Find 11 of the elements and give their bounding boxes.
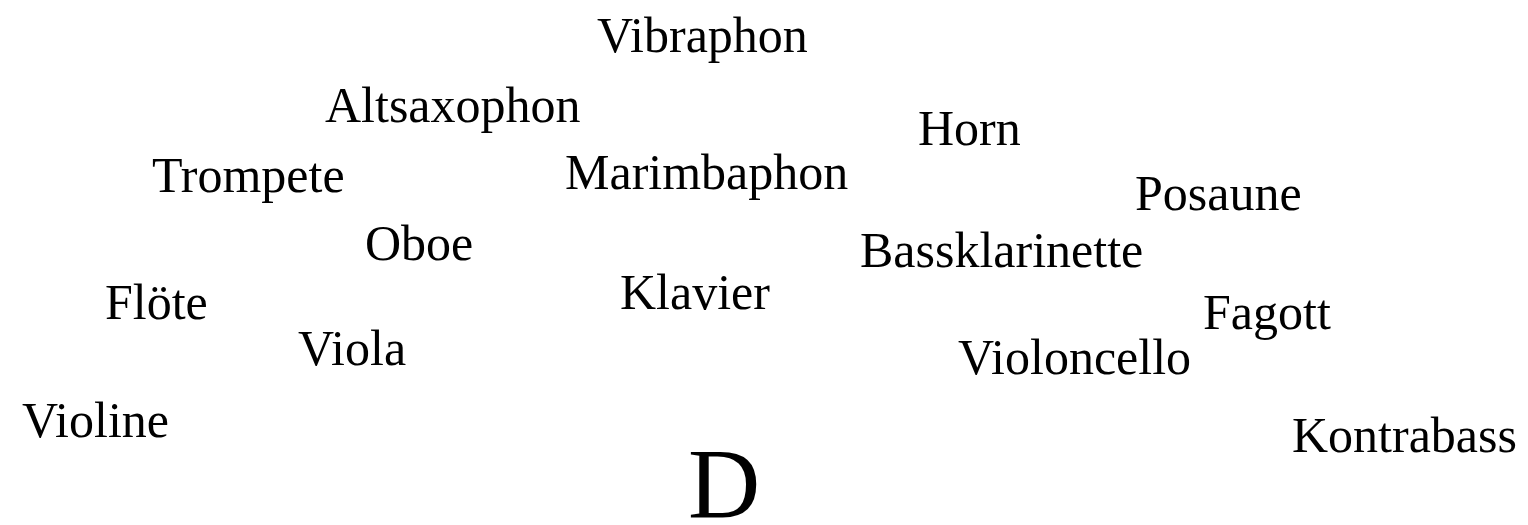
instrument-label: Horn	[918, 103, 1021, 153]
letter-label: D	[688, 434, 761, 525]
instrument-label: Flöte	[105, 277, 208, 327]
instrument-label: Kontrabass	[1292, 410, 1517, 460]
instrument-label: Posaune	[1135, 168, 1302, 218]
instrument-label: Viola	[298, 323, 407, 373]
instrument-label: Violine	[22, 395, 169, 445]
instrument-label: Violoncello	[958, 332, 1192, 382]
instrument-label: Oboe	[365, 218, 474, 268]
instrument-label: Bassklarinette	[860, 225, 1144, 275]
instrument-label: Klavier	[620, 267, 770, 317]
